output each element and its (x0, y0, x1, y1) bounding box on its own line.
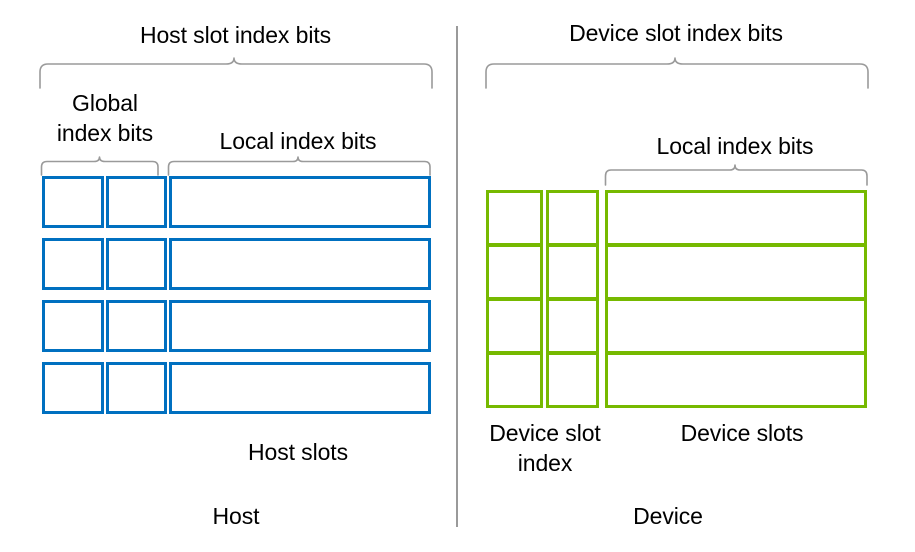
host-device-divider (456, 26, 458, 527)
host-slot-cell (169, 176, 431, 228)
device-index-cell (546, 244, 599, 300)
device-panel-label: Device (633, 503, 703, 529)
device-slot-index-bits-label: Device slot index bits (569, 20, 783, 46)
host-local-index-bits-label: Local index bits (219, 128, 377, 154)
device-slot-cell (605, 190, 867, 246)
device-index-cell (546, 190, 599, 246)
device-index-cell (486, 352, 543, 408)
device-local-index-brace (604, 164, 868, 186)
host-global-index-brace (40, 156, 159, 176)
host-global-cell (42, 176, 104, 228)
host-global-cell (106, 238, 167, 290)
host-slots-label: Host slots (248, 439, 348, 465)
host-global-cell (106, 300, 167, 352)
device-local-index-bits-label: Local index bits (656, 133, 814, 159)
device-slots-label: Device slots (680, 420, 804, 446)
device-index-cell (486, 244, 543, 300)
device-slot-cell (605, 352, 867, 408)
device-slot-index-brace (485, 57, 869, 89)
host-slot-index-brace (39, 57, 433, 89)
device-index-cell (486, 298, 543, 354)
device-index-cell (546, 298, 599, 354)
host-slot-cell (169, 300, 431, 352)
host-panel-label: Host (212, 503, 260, 529)
device-index-cell (546, 352, 599, 408)
host-slot-cell (169, 238, 431, 290)
host-slot-cell (169, 362, 431, 414)
host-global-cell (42, 300, 104, 352)
host-global-cell (106, 176, 167, 228)
host-slot-index-bits-label: Host slot index bits (139, 22, 332, 48)
host-global-index-bits-label: Global index bits (56, 90, 154, 146)
host-global-cell (106, 362, 167, 414)
device-index-cell (486, 190, 543, 246)
host-global-cell (42, 238, 104, 290)
device-slot-index-label: Device slot index (489, 420, 601, 476)
device-slot-cell (605, 244, 867, 300)
host-local-index-brace (167, 156, 431, 176)
host-global-cell (42, 362, 104, 414)
device-slot-cell (605, 298, 867, 354)
